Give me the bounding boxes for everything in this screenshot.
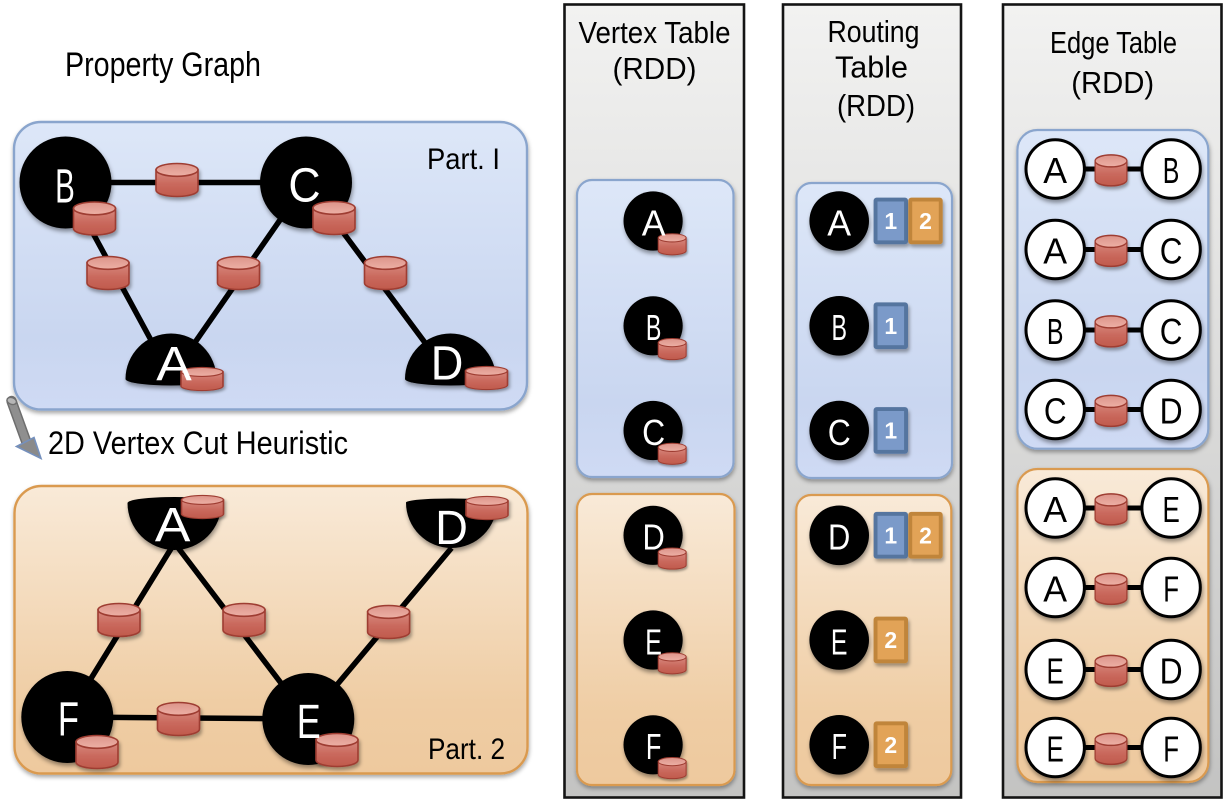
svg-text:Edge Table: Edge Table — [1050, 25, 1177, 60]
svg-text:Table: Table — [835, 50, 908, 85]
svg-text:E: E — [1047, 729, 1064, 770]
svg-text:D: D — [435, 502, 468, 555]
svg-text:B: B — [831, 307, 847, 348]
svg-text:Part. I: Part. I — [427, 143, 500, 176]
svg-text:B: B — [55, 160, 75, 213]
svg-text:2: 2 — [919, 208, 932, 234]
svg-text:D: D — [1160, 391, 1183, 432]
svg-text:Routing: Routing — [828, 14, 920, 49]
svg-text:F: F — [831, 726, 847, 767]
svg-text:E: E — [645, 621, 662, 662]
svg-text:A: A — [1043, 569, 1067, 610]
svg-text:E: E — [1162, 489, 1179, 530]
svg-text:C: C — [828, 412, 851, 453]
svg-text:A: A — [156, 338, 192, 391]
svg-text:A: A — [1043, 489, 1067, 530]
svg-text:E: E — [1047, 651, 1064, 692]
svg-text:E: E — [831, 621, 848, 662]
svg-text:D: D — [828, 517, 850, 558]
svg-text:1: 1 — [884, 522, 897, 548]
svg-text:(RDD): (RDD) — [1071, 65, 1154, 100]
svg-text:A: A — [1043, 150, 1067, 191]
svg-text:C: C — [642, 412, 665, 453]
svg-text:1: 1 — [884, 418, 897, 444]
svg-text:1: 1 — [884, 208, 897, 234]
svg-text:Property Graph: Property Graph — [65, 46, 261, 84]
svg-text:C: C — [1160, 231, 1183, 272]
svg-text:F: F — [646, 726, 662, 767]
svg-text:A: A — [827, 202, 851, 243]
svg-text:(RDD): (RDD) — [613, 51, 697, 86]
svg-text:(RDD): (RDD) — [837, 88, 915, 123]
svg-text:B: B — [1163, 150, 1180, 191]
svg-text:2D Vertex Cut Heuristic: 2D Vertex Cut Heuristic — [48, 425, 348, 461]
svg-text:Part. 2: Part. 2 — [428, 733, 505, 766]
svg-text:A: A — [1043, 231, 1067, 272]
svg-text:B: B — [646, 307, 662, 348]
svg-text:D: D — [431, 338, 464, 391]
svg-text:F: F — [1163, 569, 1179, 610]
svg-text:F: F — [1163, 729, 1179, 770]
svg-text:C: C — [1044, 391, 1067, 432]
svg-text:F: F — [58, 694, 79, 747]
svg-text:A: A — [155, 499, 191, 552]
svg-text:E: E — [297, 696, 321, 749]
svg-text:C: C — [288, 160, 320, 213]
svg-text:D: D — [1160, 651, 1183, 692]
svg-text:2: 2 — [919, 522, 932, 548]
svg-text:2: 2 — [884, 627, 897, 653]
svg-text:B: B — [1047, 311, 1064, 352]
svg-text:D: D — [642, 517, 664, 558]
svg-text:Vertex Table: Vertex Table — [579, 15, 731, 50]
svg-text:C: C — [1160, 311, 1183, 352]
svg-text:2: 2 — [884, 732, 897, 758]
svg-text:A: A — [642, 202, 666, 243]
svg-text:1: 1 — [884, 313, 897, 339]
